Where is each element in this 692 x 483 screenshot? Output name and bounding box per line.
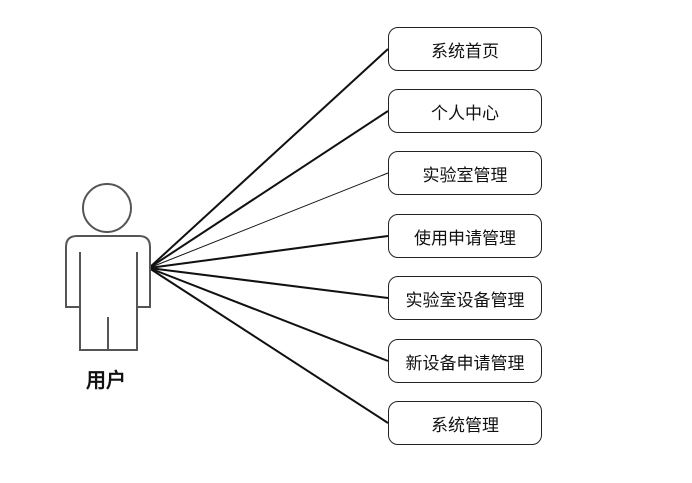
- actor-body: [65, 235, 151, 351]
- actor-label: 用户: [86, 368, 126, 392]
- use-case-lab-equipment-management: 实验室设备管理: [388, 276, 542, 320]
- association-line: [148, 172, 389, 269]
- use-case-system-home: 系统首页: [388, 27, 542, 71]
- association-line: [148, 267, 389, 424]
- association-line: [148, 267, 389, 299]
- use-case-system-management: 系统管理: [388, 401, 542, 445]
- use-case-personal-center: 个人中心: [388, 89, 542, 133]
- association-line: [148, 48, 389, 269]
- association-lines: [148, 48, 389, 424]
- association-line: [148, 235, 389, 269]
- association-line: [148, 267, 389, 362]
- actor-head: [82, 183, 132, 233]
- use-case-usage-application-management: 使用申请管理: [388, 214, 542, 258]
- use-case-new-equipment-application-management: 新设备申请管理: [388, 339, 542, 383]
- actor-figure: [65, 183, 151, 351]
- association-line: [148, 110, 389, 269]
- use-case-lab-management: 实验室管理: [388, 151, 542, 195]
